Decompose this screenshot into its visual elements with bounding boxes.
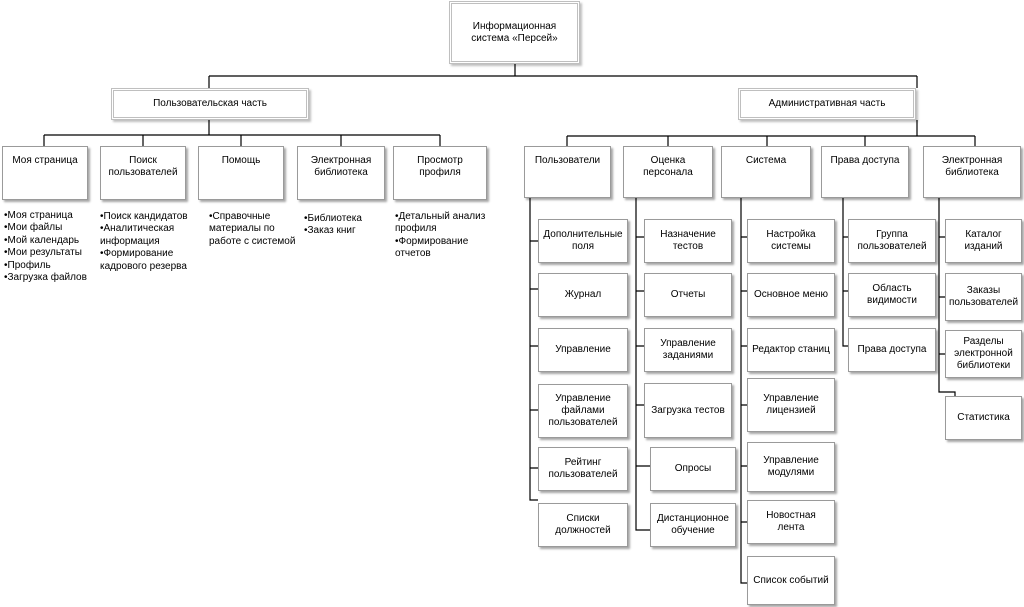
- assessment-test-assignment: Назначение тестов: [644, 219, 732, 263]
- users-position-lists: Списки должностей: [538, 503, 628, 547]
- admin-part-title: Административная часть: [768, 98, 886, 109]
- admin-section-access-rights: Права доступа: [821, 146, 909, 198]
- help-list: Справочные материалы по работе с системо…: [209, 211, 301, 248]
- list-item: Загрузка файлов: [4, 272, 96, 284]
- user-section-library: Электронная библиотека: [297, 146, 385, 200]
- system-event-list: Список событий: [747, 556, 835, 605]
- access-user-group: Группа пользователей: [848, 219, 936, 263]
- user-section-user-search: Поиск пользователей: [100, 146, 186, 200]
- list-item: Моя страница: [4, 210, 96, 222]
- user-section-profile-view: Просмотр профиля: [393, 146, 487, 200]
- users-management: Управление: [538, 328, 628, 372]
- list-item: Детальный анализ профиля: [395, 211, 491, 236]
- admin-section-library: Электронная библиотека: [923, 146, 1021, 198]
- user-part-title: Пользовательская часть: [153, 98, 267, 109]
- list-item: Формирование отчетов: [395, 236, 491, 261]
- profile-view-list: Детальный анализ профиля Формирование от…: [395, 211, 491, 261]
- list-item: Мои файлы: [4, 222, 96, 234]
- system-page-editor: Редактор станиц: [747, 328, 835, 372]
- users-journal: Журнал: [538, 273, 628, 317]
- user-part-node: Пользовательская часть: [111, 88, 309, 120]
- assessment-distance-learning: Дистанционное обучение: [650, 503, 736, 547]
- root-title: Информационная система «Персей»: [471, 20, 558, 44]
- user-section-help: Помощь: [198, 146, 284, 200]
- access-visibility-scope: Область видимости: [848, 273, 936, 317]
- library-catalog: Каталог изданий: [945, 219, 1022, 263]
- system-license-management: Управление лицензией: [747, 378, 835, 432]
- assessment-surveys: Опросы: [650, 447, 736, 491]
- users-rating: Рейтинг пользователей: [538, 447, 628, 491]
- system-main-menu: Основное меню: [747, 273, 835, 317]
- library-list: Библиотека Заказ книг: [304, 213, 394, 238]
- list-item: Справочные материалы по работе с системо…: [209, 211, 301, 248]
- system-news-feed: Новостная лента: [747, 500, 835, 544]
- list-item: Библиотека: [304, 213, 394, 225]
- library-user-orders: Заказы пользователей: [945, 273, 1022, 321]
- assessment-test-upload: Загрузка тестов: [644, 383, 732, 438]
- admin-section-system: Система: [721, 146, 811, 198]
- assessment-reports: Отчеты: [644, 273, 732, 317]
- library-sections: Разделы электронной библиотеки: [945, 330, 1022, 378]
- list-item: Формирование кадрового резерва: [100, 248, 200, 273]
- user-search-list: Поиск кандидатов Аналитическая информаци…: [100, 211, 200, 273]
- admin-section-users: Пользователи: [524, 146, 611, 198]
- list-item: Мой календарь: [4, 235, 96, 247]
- admin-section-personnel-assessment: Оценка персонала: [623, 146, 713, 198]
- admin-part-node: Административная часть: [738, 88, 916, 120]
- library-statistics: Статистика: [945, 396, 1022, 440]
- list-item: Заказ книг: [304, 225, 394, 237]
- access-rights: Права доступа: [848, 328, 936, 372]
- system-module-management: Управление модулями: [747, 442, 835, 492]
- user-section-my-page: Моя страница: [2, 146, 88, 200]
- users-extra-fields: Дополнительные поля: [538, 219, 628, 263]
- list-item: Аналитическая информация: [100, 223, 200, 248]
- my-page-list: Моя страница Мои файлы Мой календарь Мои…: [4, 210, 96, 284]
- list-item: Поиск кандидатов: [100, 211, 200, 223]
- list-item: Профиль: [4, 260, 96, 272]
- list-item: Мои результаты: [4, 247, 96, 259]
- root-node: Информационная система «Персей»: [449, 1, 580, 64]
- system-settings: Настройка системы: [747, 219, 835, 263]
- assessment-task-management: Управление заданиями: [644, 328, 732, 372]
- users-file-management: Управление файлами пользователей: [538, 384, 628, 438]
